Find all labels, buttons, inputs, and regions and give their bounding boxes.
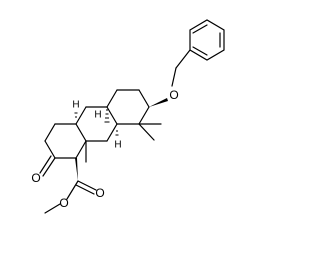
chemical-structure-figure: O O (31, 19, 225, 214)
ester-single-oxygen-label: O (59, 196, 68, 210)
benzyl-ch2-bonds (171, 49, 191, 87)
stereo-h-label-3: H (94, 110, 101, 121)
stereo-h-label-2: H (114, 140, 121, 151)
stereo-h-label-1: H (72, 100, 79, 111)
ring-c-bonds (106, 89, 150, 125)
ketone-bond (39, 155, 56, 177)
ketone-oxygen-label: O (31, 171, 40, 185)
ester-bonds (44, 180, 97, 214)
stereo-h-hash-1 (74, 112, 78, 118)
gem-dimethyl-bonds (138, 123, 162, 141)
structure-drawing: O O (31, 19, 225, 214)
ether-wedge-bond (149, 98, 168, 107)
benzene-ring (189, 19, 225, 61)
ether-oxygen-label: O (169, 88, 178, 102)
ester-carbonyl-oxygen-label: O (95, 186, 104, 200)
ring-b-bonds (75, 106, 118, 142)
stereo-h-hash-2 (115, 130, 119, 136)
angular-methyl-hash-middle (104, 109, 110, 123)
ring-a-bonds (44, 123, 87, 159)
ester-wedge-bond (75, 158, 78, 181)
